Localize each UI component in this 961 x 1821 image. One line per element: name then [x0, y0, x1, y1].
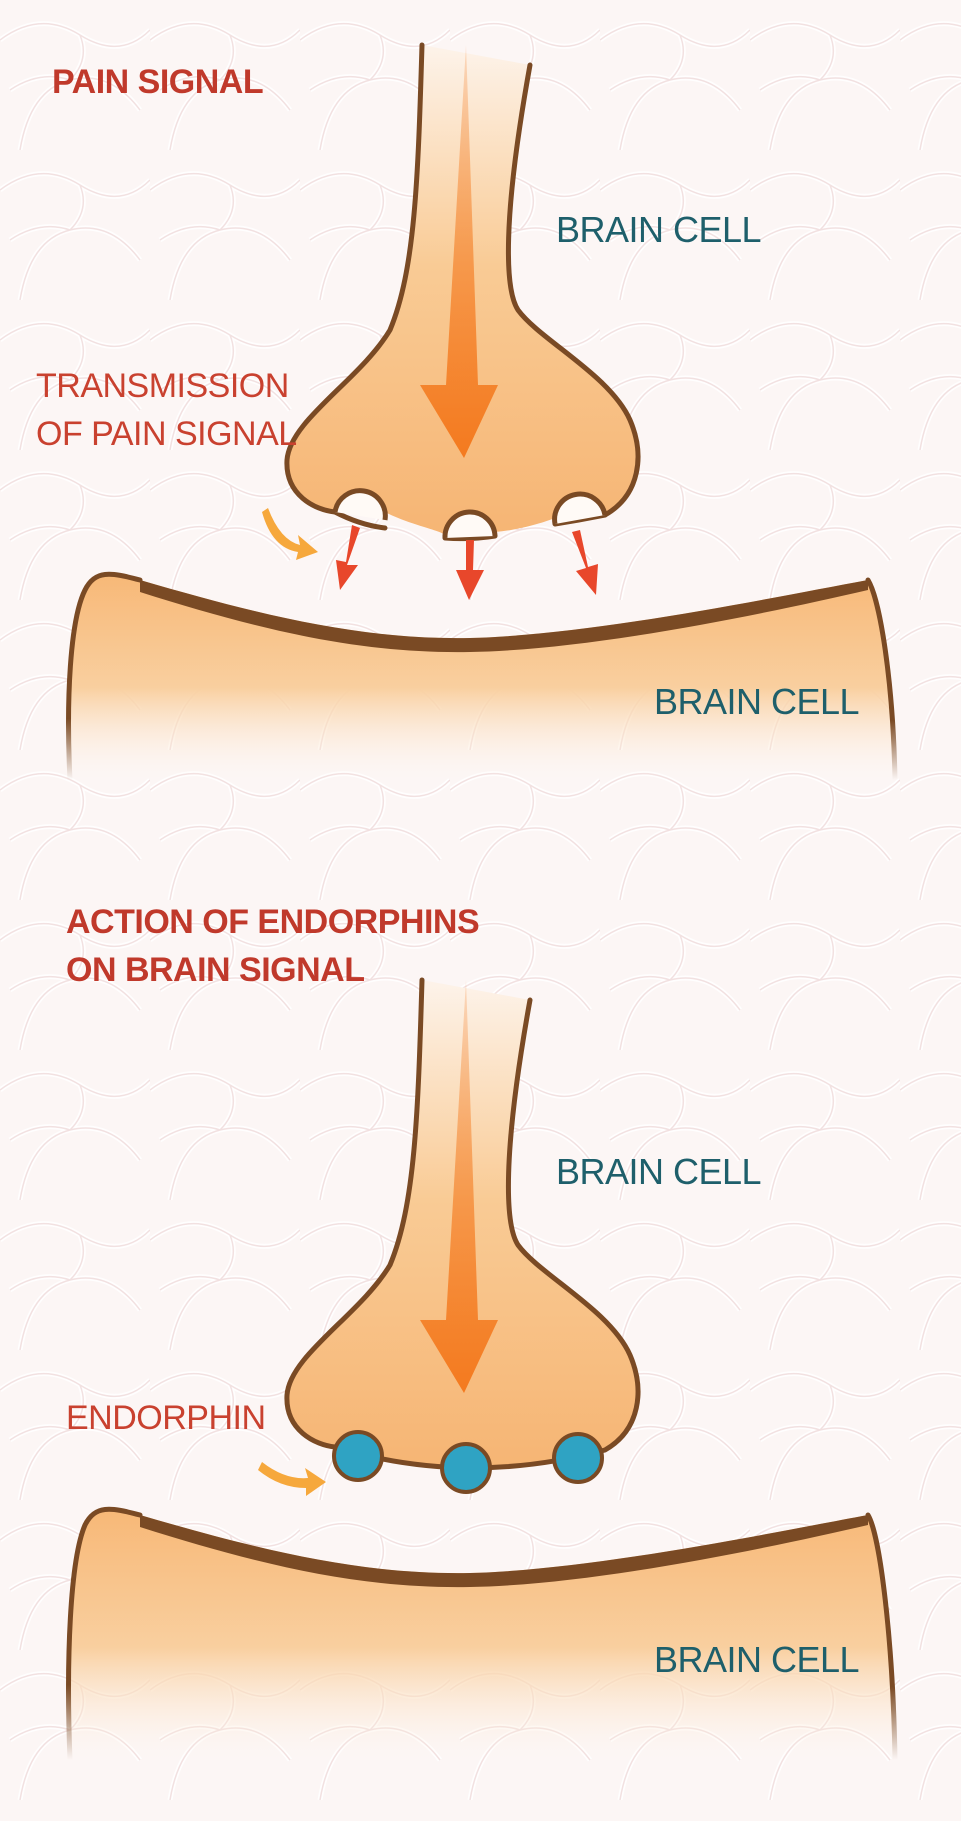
upper-brain-cell-pain-bottom — [332, 509, 608, 542]
pain-signal-arrow — [420, 45, 498, 458]
endorphin-molecule-middle — [440, 1442, 492, 1494]
endorphin-label: ENDORPHIN — [66, 1399, 266, 1437]
lower-brain-cell-label-endorphin: BRAIN CELL — [654, 1639, 860, 1680]
lower-brain-cell-pain-right-edge — [865, 577, 898, 783]
upper-brain-cell-pain-outline — [284, 42, 641, 518]
release-arrow-left — [336, 525, 360, 590]
endorphin-panel — [66, 977, 898, 1763]
release-pore-right — [552, 491, 608, 525]
release-arrow-right — [572, 530, 598, 595]
lower-brain-cell-endorphin-right-edge — [865, 1512, 898, 1763]
endorphin-pointer-arrow — [258, 1462, 326, 1496]
pain-signal-heading: PAIN SIGNAL — [52, 63, 264, 101]
lower-brain-cell-label-pain: BRAIN CELL — [654, 681, 860, 722]
transmission-label-line1: TRANSMISSION — [36, 367, 289, 405]
lower-brain-cell-endorphin-left-edge — [66, 1506, 143, 1763]
transmission-label-line2: OF PAIN SIGNAL — [36, 415, 297, 453]
lower-brain-cell-endorphin — [68, 1509, 895, 1760]
release-pore-left — [332, 488, 388, 521]
upper-brain-cell-label-endorphin: BRAIN CELL — [556, 1151, 762, 1192]
endorphin-signal-arrow — [420, 980, 498, 1393]
release-arrows-pain — [336, 525, 598, 600]
endorphin-heading-line2: ON BRAIN SIGNAL — [66, 951, 365, 989]
release-arrow-middle — [456, 540, 484, 600]
endorphin-molecules — [332, 1430, 604, 1494]
lower-brain-cell-pain-membrane — [140, 580, 868, 653]
lower-brain-cell-pain-left-edge — [66, 571, 143, 783]
endorphin-molecule-left — [332, 1430, 384, 1482]
endorphin-molecule-right — [552, 1432, 604, 1484]
transmission-pointer-arrow — [262, 508, 318, 560]
endorphin-heading-line1: ACTION OF ENDORPHINS — [66, 903, 480, 941]
pain-signal-panel — [66, 42, 898, 783]
release-pore-middle — [442, 509, 498, 539]
lower-brain-cell-endorphin-membrane — [140, 1515, 868, 1588]
upper-brain-cell-label-pain: BRAIN CELL — [556, 209, 762, 250]
